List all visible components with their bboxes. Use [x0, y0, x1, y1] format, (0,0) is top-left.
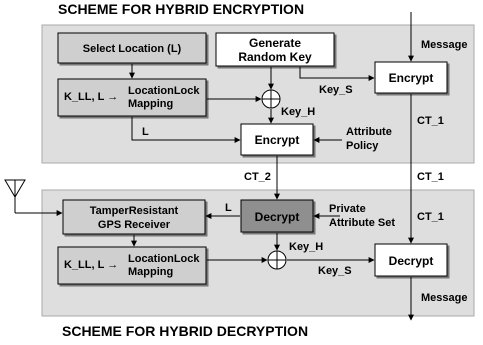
decrypt-mid-box: Decrypt	[240, 199, 314, 233]
mapping-line1: LocationLock	[128, 85, 200, 97]
key-s-label: Key_S	[319, 84, 353, 96]
mapping-input-label: K_LL, L →	[64, 91, 118, 103]
encryption-locationlock-mapping-box: K_LL, L → LocationLock Mapping	[57, 78, 207, 117]
l-label-encryption: L	[142, 126, 149, 138]
select-location-box: Select Location (L)	[57, 32, 207, 64]
decryption-arrows	[131, 213, 414, 321]
l-label-decryption: L	[225, 202, 232, 214]
ct1-label-encryption: CT_1	[417, 115, 444, 127]
gps-receiver-box: TamperResistant GPS Receiver	[62, 199, 206, 235]
decrypt-right-box: Decrypt	[374, 243, 448, 277]
encrypt-mid-box: Encrypt	[240, 123, 314, 156]
attribute-policy-line2: Policy	[346, 140, 379, 152]
attribute-policy-line1: Attribute	[346, 126, 392, 138]
xor-decryption-icon	[267, 250, 287, 270]
key-h-label-dec: Key_H	[289, 241, 323, 253]
generate-random-key-box: Generate Random Key	[215, 32, 335, 67]
mapping-input-label-dec: K_LL, L →	[64, 259, 118, 271]
gps-receiver-line1: TamperResistant	[90, 205, 179, 217]
private-attribute-line1: Private	[329, 203, 366, 215]
mapping-line1-dec: LocationLock	[128, 253, 200, 265]
mapping-line2-dec: Mapping	[128, 266, 173, 278]
decryption-scheme-title: SCHEME FOR HYBRID DECRYPTION	[62, 323, 309, 339]
key-s-label-dec: Key_S	[318, 265, 352, 277]
select-location-label: Select Location (L)	[83, 43, 182, 55]
message-output-label: Message	[421, 292, 467, 304]
decrypt-mid-label: Decrypt	[255, 210, 300, 224]
decryption-locationlock-mapping-box: K_LL, L → LocationLock Mapping	[57, 246, 207, 285]
decrypt-right-label: Decrypt	[389, 254, 434, 268]
private-attribute-line2: Attribute Set	[329, 217, 395, 229]
ct1-label-decryption: CT_1	[417, 211, 444, 223]
encrypt-top-box: Encrypt	[374, 61, 448, 94]
key-h-label: Key_H	[281, 106, 315, 118]
gps-receiver-line2: GPS Receiver	[98, 219, 171, 231]
xor-encryption-icon	[261, 89, 281, 109]
encrypt-mid-label: Encrypt	[255, 133, 300, 147]
ct2-label: CT_2	[244, 171, 271, 183]
generate-key-line1: Generate	[249, 36, 301, 50]
encryption-arrows	[129, 12, 414, 244]
message-input-label: Message	[421, 39, 467, 51]
generate-key-line2: Random Key	[238, 50, 312, 64]
mapping-line2: Mapping	[128, 98, 173, 110]
encrypt-top-label: Encrypt	[389, 71, 434, 85]
encryption-scheme-title: SCHEME FOR HYBRID ENCRYPTION	[58, 1, 305, 17]
ct1-label-between: CT_1	[417, 171, 444, 183]
antenna-icon	[4, 179, 63, 216]
